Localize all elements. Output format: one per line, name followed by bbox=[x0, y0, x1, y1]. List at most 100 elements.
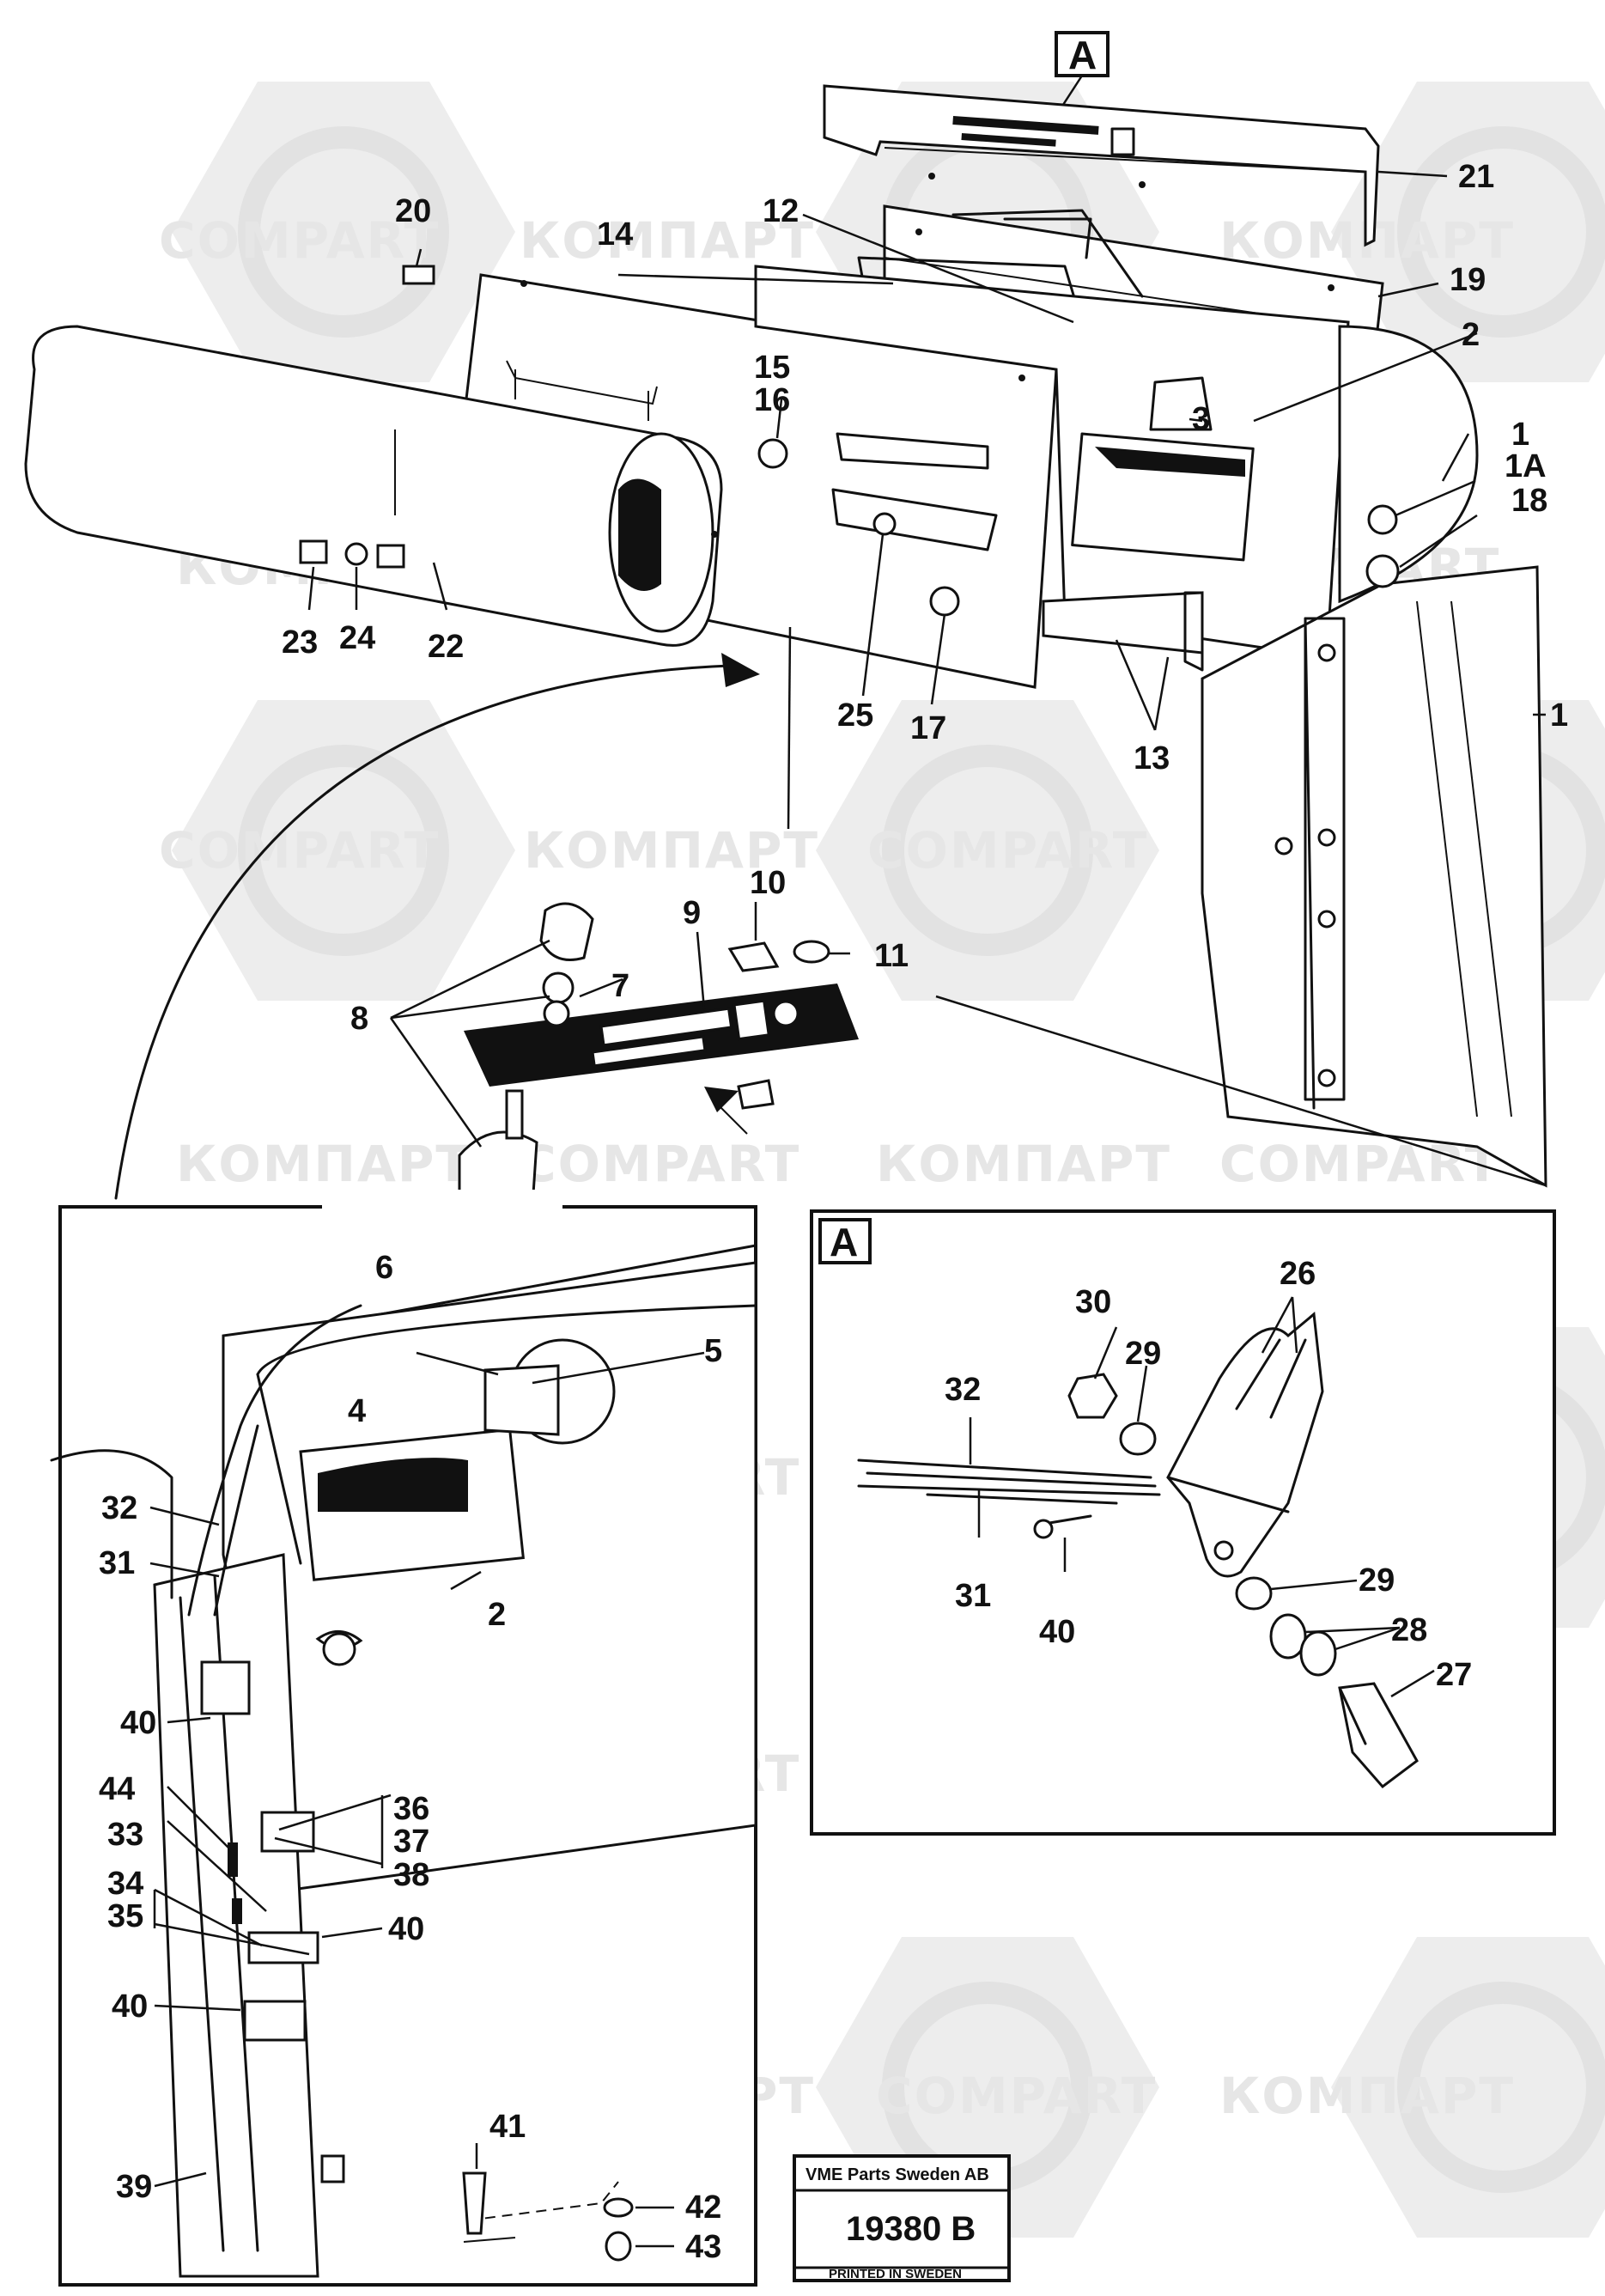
callout-23: 23 bbox=[282, 624, 318, 661]
watermark-text: КОМПАРТ bbox=[524, 821, 819, 880]
callout-40c: 40 bbox=[112, 1988, 148, 2025]
callout-7: 7 bbox=[611, 968, 629, 1004]
callout-35: 35 bbox=[107, 1898, 143, 1934]
cab-side-part-1 bbox=[1201, 565, 1547, 1188]
drawing-stamp: VME Parts Sweden AB 19380 B PRINTED IN S… bbox=[793, 2154, 1011, 2282]
callout-20: 20 bbox=[395, 193, 431, 229]
assembly-arrow bbox=[114, 653, 760, 1200]
housing-top-part-1 bbox=[1338, 325, 1479, 604]
callout-40d: 40 bbox=[1039, 1614, 1075, 1650]
screw-part-20 bbox=[402, 265, 435, 285]
callout-28: 28 bbox=[1391, 1612, 1427, 1648]
watermark-emblem bbox=[816, 700, 1159, 1001]
callout-4: 4 bbox=[348, 1393, 366, 1429]
washer-part-29b bbox=[1235, 1576, 1273, 1611]
stamp-printed: PRINTED IN SWEDEN bbox=[829, 2267, 962, 2281]
callout-14: 14 bbox=[597, 216, 633, 253]
watermark-text: COMPART bbox=[520, 1135, 800, 1193]
callout-29a: 29 bbox=[1125, 1336, 1161, 1372]
callout-40b: 40 bbox=[388, 1911, 424, 1947]
callout-9: 9 bbox=[683, 895, 701, 931]
callout-11: 11 bbox=[874, 938, 909, 974]
washer-part-24 bbox=[344, 542, 368, 566]
washer-part-29 bbox=[1119, 1422, 1157, 1456]
watermark-text: КОМПАРТ bbox=[876, 1135, 1171, 1193]
callout-3: 3 bbox=[1192, 401, 1210, 437]
nut-part-43 bbox=[605, 2231, 632, 2262]
watermark-text: КОМПАРТ bbox=[176, 1135, 471, 1193]
callout-16: 16 bbox=[754, 382, 790, 418]
leader-lines-top bbox=[307, 170, 1547, 1187]
watermark-text: КОМПАРТ bbox=[1219, 2067, 1515, 2125]
callout-43: 43 bbox=[685, 2229, 721, 2265]
screw-part-23 bbox=[299, 539, 328, 564]
watermark-text: КОМПАРТ bbox=[520, 211, 815, 270]
top-cover-part-21 bbox=[823, 84, 1380, 247]
callout-41: 41 bbox=[489, 2109, 526, 2145]
hardware-top bbox=[299, 265, 1400, 617]
callout-26: 26 bbox=[1280, 1256, 1316, 1292]
callout-8: 8 bbox=[350, 1001, 368, 1037]
callout-36: 36 bbox=[393, 1791, 429, 1827]
callout-38: 38 bbox=[393, 1857, 429, 1893]
bushing-part-28 bbox=[1269, 1613, 1307, 1660]
knob-part-8 bbox=[539, 902, 594, 961]
top-assembly: A bbox=[24, 31, 1547, 1200]
callout-42: 42 bbox=[685, 2189, 721, 2226]
callout-37: 37 bbox=[393, 1824, 429, 1860]
callout-6: 6 bbox=[375, 1250, 393, 1286]
bolt-part-41 bbox=[462, 2171, 487, 2235]
callout-27: 27 bbox=[1436, 1657, 1472, 1693]
lower-left-inset bbox=[50, 1190, 757, 2287]
callouts: 21 19 2 1 1A 18 1 3 12 14 20 15 16 17 25… bbox=[99, 159, 1568, 2265]
callout-29b: 29 bbox=[1359, 1562, 1395, 1599]
detail-marker-box: A bbox=[1050, 31, 1110, 123]
callout-2b: 2 bbox=[488, 1597, 506, 1633]
duct-part-22 bbox=[24, 325, 723, 647]
callout-17: 17 bbox=[910, 710, 946, 746]
watermark-text: COMPART bbox=[159, 821, 440, 880]
callout-19: 19 bbox=[1450, 262, 1486, 298]
washer-part-42 bbox=[603, 2197, 634, 2218]
cover-part-10 bbox=[727, 941, 780, 972]
callout-32: 32 bbox=[101, 1490, 137, 1526]
callout-30: 30 bbox=[1075, 1284, 1111, 1320]
callout-1b: 1 bbox=[1550, 697, 1568, 734]
callout-21: 21 bbox=[1458, 159, 1494, 195]
watermark-emblem bbox=[172, 700, 515, 1001]
callout-25: 25 bbox=[837, 697, 873, 734]
nut-part-30 bbox=[1067, 1373, 1118, 1419]
detail-marker-label: A bbox=[1068, 33, 1097, 77]
shaft-bracket-part-25 bbox=[831, 432, 998, 551]
callout-31: 31 bbox=[99, 1545, 135, 1581]
screw-part-17 bbox=[929, 586, 960, 617]
callout-5: 5 bbox=[704, 1333, 722, 1369]
cap-part-11 bbox=[793, 940, 830, 964]
rail-part-13 bbox=[1042, 591, 1204, 672]
stamp-number: 19380 B bbox=[846, 2210, 976, 2248]
callout-1A: 1A bbox=[1505, 448, 1547, 484]
callout-18: 18 bbox=[1511, 483, 1547, 519]
watermark-text: COMPART bbox=[867, 821, 1148, 880]
callout-31b: 31 bbox=[955, 1578, 991, 1614]
callout-33: 33 bbox=[107, 1817, 143, 1853]
callout-32b: 32 bbox=[945, 1372, 981, 1408]
callout-22: 22 bbox=[428, 629, 464, 665]
callout-13: 13 bbox=[1134, 740, 1170, 776]
screw-part-15 bbox=[757, 438, 788, 469]
callout-44: 44 bbox=[99, 1771, 135, 1807]
callout-40a: 40 bbox=[120, 1705, 156, 1741]
bolt-part-27 bbox=[1338, 1682, 1419, 1789]
callout-2: 2 bbox=[1462, 317, 1480, 353]
callout-12: 12 bbox=[763, 193, 799, 229]
plug-part-18 bbox=[1365, 554, 1400, 588]
callout-15: 15 bbox=[754, 350, 790, 386]
watermark-emblem bbox=[1331, 1937, 1605, 2238]
inset-label: A bbox=[830, 1220, 858, 1264]
callout-24: 24 bbox=[339, 620, 375, 656]
watermark-text: COMPART bbox=[876, 2067, 1157, 2125]
callout-1: 1 bbox=[1511, 417, 1529, 453]
watermark-emblem bbox=[172, 82, 515, 382]
stamp-company: VME Parts Sweden AB bbox=[806, 2165, 989, 2184]
